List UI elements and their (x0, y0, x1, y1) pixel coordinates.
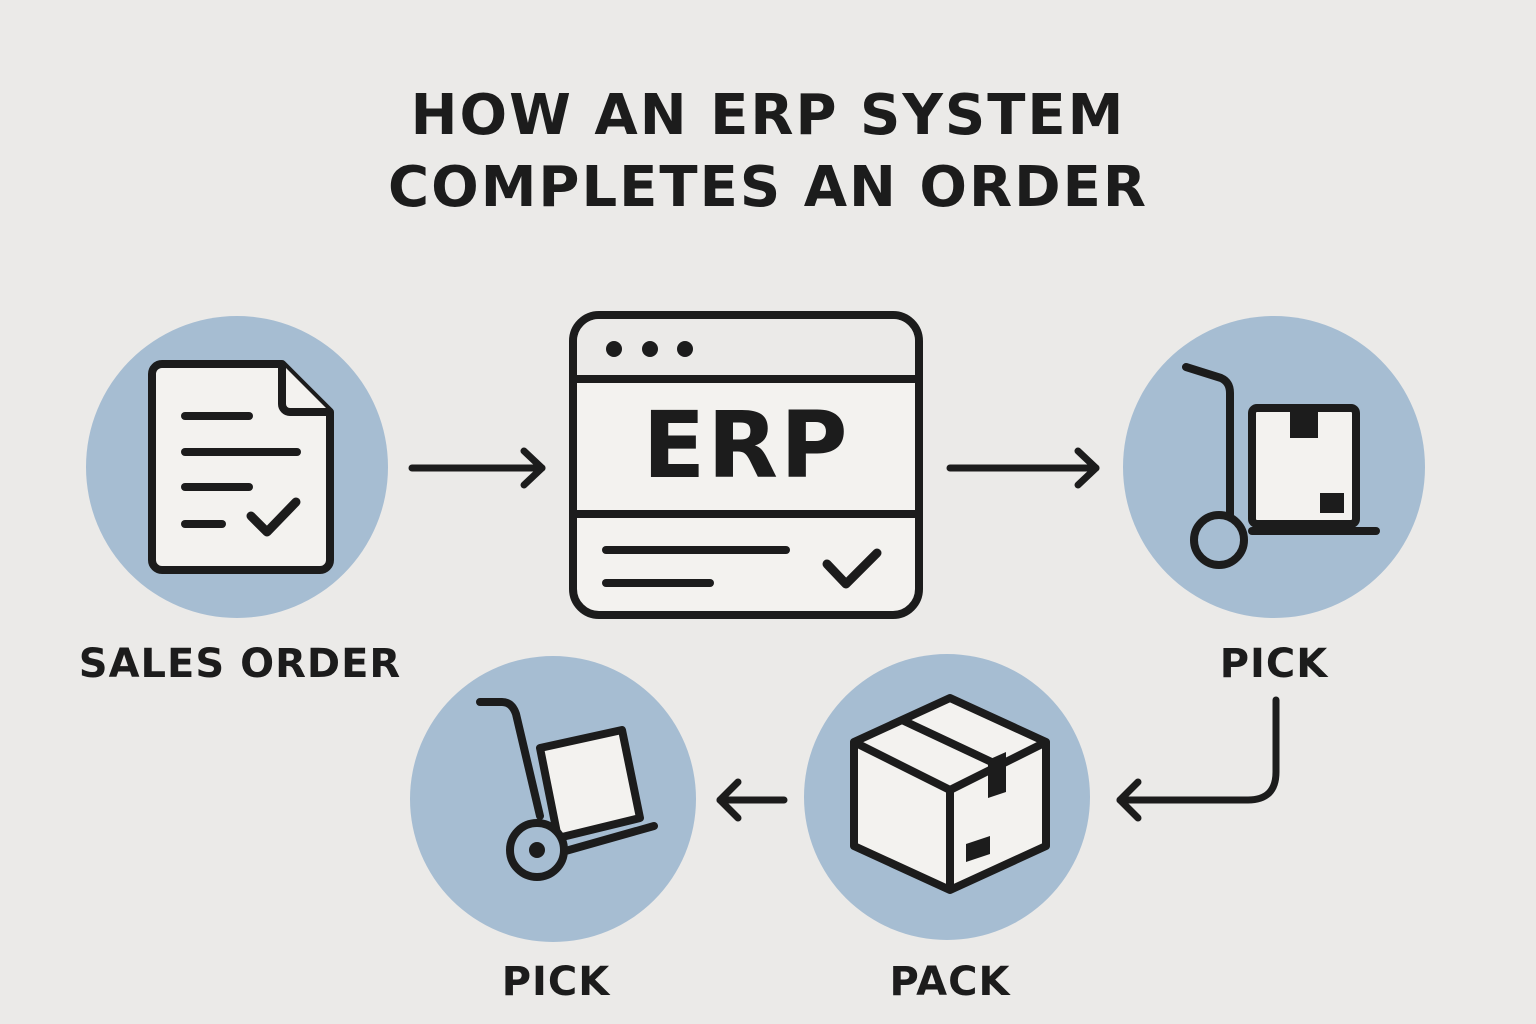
window-dot (606, 341, 622, 357)
arrow-left-icon (716, 778, 788, 822)
pack-label: PACK (889, 959, 1011, 1005)
window-dot (642, 341, 658, 357)
browser-window-icon (569, 311, 923, 619)
window-dot (677, 341, 693, 357)
arrow-right-icon (946, 447, 1100, 489)
erp-label: ERP (642, 392, 850, 499)
hand-truck-box-icon (1182, 363, 1380, 569)
arrow-right-icon (408, 447, 546, 489)
arrow-elbow-left-icon (1116, 696, 1280, 822)
document-check-icon (148, 360, 334, 574)
diagram-title: HOW AN ERP SYSTEM COMPLETES AN ORDER (0, 80, 1536, 224)
title-line-1: HOW AN ERP SYSTEM (410, 83, 1126, 148)
pick-bottom-label: PICK (501, 959, 611, 1005)
pick-top-label: PICK (1219, 641, 1329, 687)
title-line-2: COMPLETES AN ORDER (388, 155, 1148, 220)
hand-truck-icon (476, 698, 658, 881)
sales-order-label: SALES ORDER (78, 641, 402, 687)
box-icon (850, 694, 1050, 894)
